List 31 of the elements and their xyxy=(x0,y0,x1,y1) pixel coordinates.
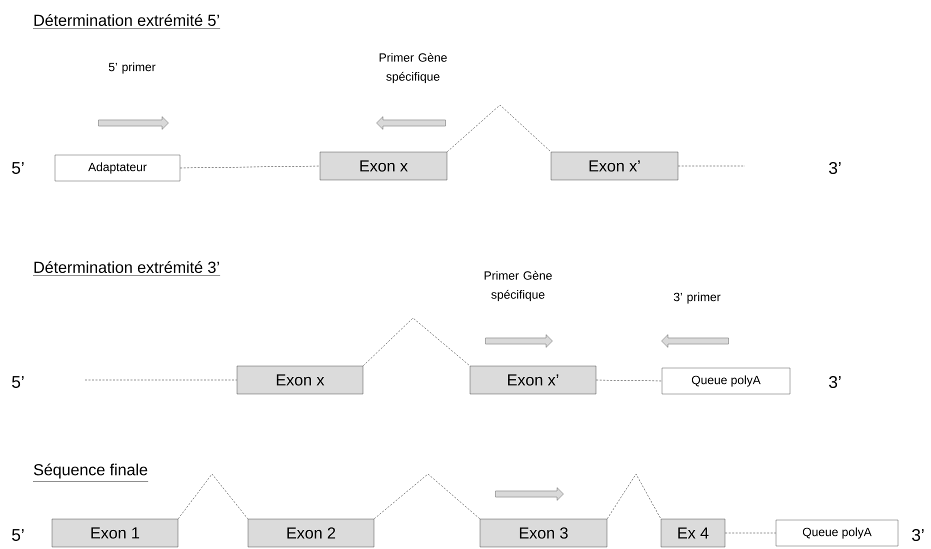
exon-box: Exon 2 xyxy=(248,518,374,548)
exon-box: Exon x’ xyxy=(550,152,678,180)
end-label: 3’ xyxy=(829,376,841,388)
exon-box: Exon 3 xyxy=(480,518,608,548)
exon-box: Ex 4 xyxy=(660,518,726,548)
end-label: 5’ xyxy=(12,529,24,541)
end-label: 3’ xyxy=(829,162,841,174)
primer-label: 5’ primer xyxy=(108,62,156,74)
splice-line xyxy=(178,474,248,519)
section-heading: Détermination extrémité 5’ xyxy=(32,14,220,29)
splice-line xyxy=(363,318,470,366)
dashed-line xyxy=(180,166,320,168)
exon-box: Exon x xyxy=(236,366,364,394)
end-label: 5’ xyxy=(12,376,24,388)
exon-box: Exon x’ xyxy=(470,366,596,394)
exon-box: Exon 1 xyxy=(52,518,178,548)
sequence-box: Queue polyA xyxy=(662,368,790,394)
primer-label: Primer Gène spécifique xyxy=(380,52,447,84)
section-heading: Séquence finale xyxy=(32,463,148,482)
primer-label: 3’ primer xyxy=(674,292,720,304)
section-heading: Détermination extrémité 3’ xyxy=(32,261,220,276)
sequence-box: Adaptateur xyxy=(54,154,180,182)
exon-box: Exon x xyxy=(320,152,448,180)
splice-line xyxy=(374,474,480,519)
splice-line xyxy=(447,104,551,152)
sequence-box: Queue polyA xyxy=(776,520,898,546)
dashed-line xyxy=(596,380,662,382)
splice-line xyxy=(607,474,661,519)
dashed-line xyxy=(725,532,776,534)
primer-label: Primer Gène spécifique xyxy=(484,270,552,302)
end-label: 5’ xyxy=(12,162,24,174)
